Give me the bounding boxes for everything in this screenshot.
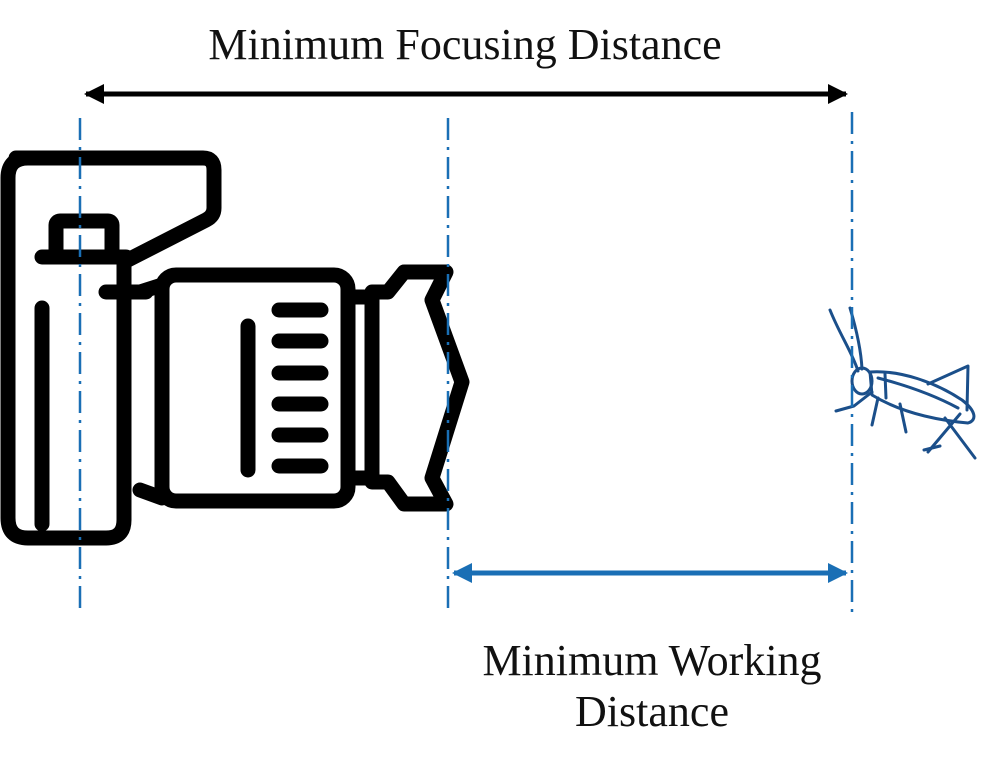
minimum-working-distance-label-line1: Minimum Working	[482, 636, 822, 685]
grasshopper-icon	[828, 306, 977, 460]
minimum-focusing-distance-label: Minimum Focusing Distance	[208, 20, 722, 69]
minimum-working-distance-label: Minimum Working Distance	[440, 636, 864, 737]
camera-icon	[0, 150, 470, 546]
minimum-working-distance-label-line2: Distance	[575, 686, 729, 736]
